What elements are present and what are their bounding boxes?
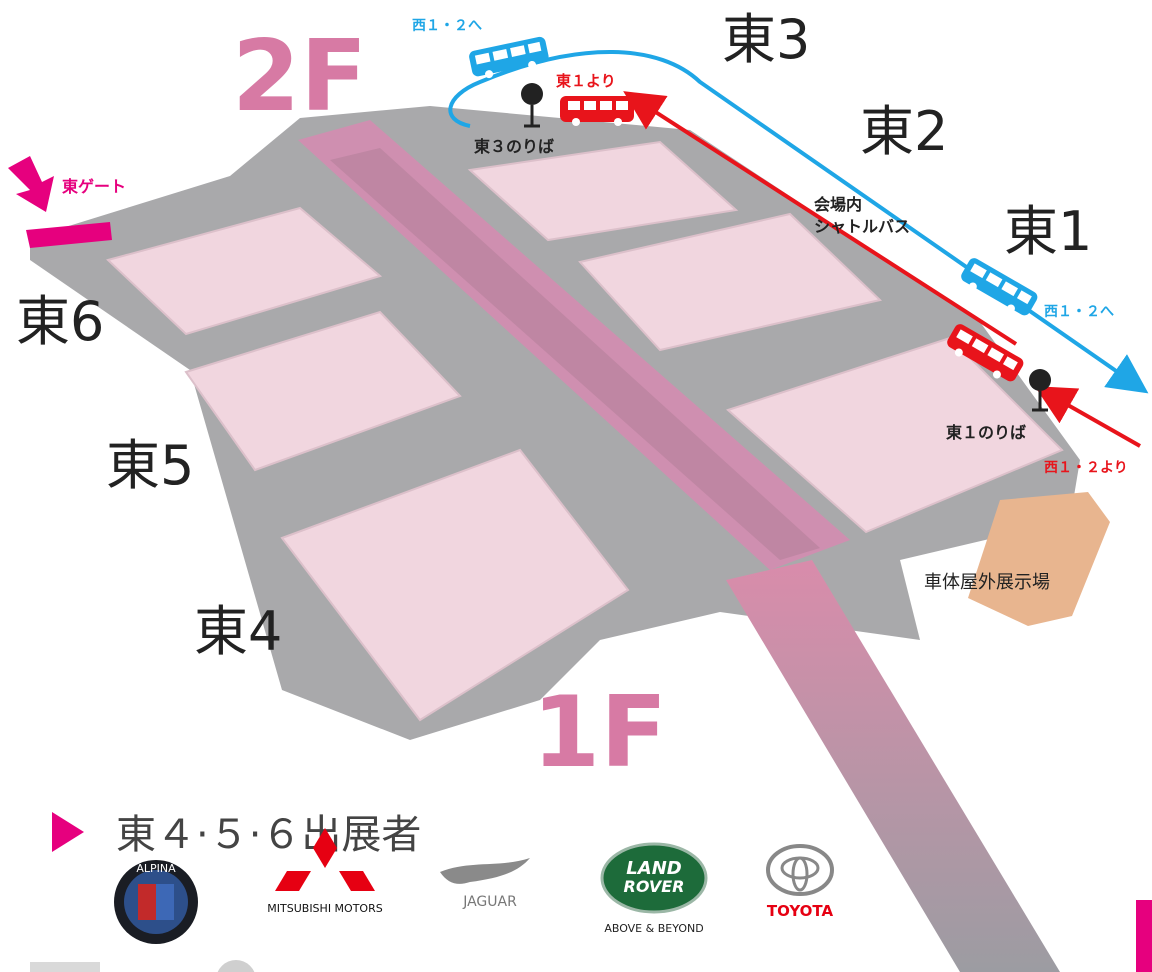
stop-east1-label: 東１のりば [946, 423, 1026, 442]
to-west-label-top: 西１・２へ [412, 18, 482, 34]
outdoor-exhibit-label: 車体屋外展示場 [924, 572, 1050, 593]
hall-label-east2: 東2 [860, 100, 948, 163]
east-gate-arrow-icon [8, 156, 54, 212]
east-gate-marker [26, 222, 112, 248]
red-shuttle-route-lower [1034, 386, 1141, 448]
toyota-text: TOYOTA [767, 902, 834, 920]
exhibitors-heading: 東４·５·６出展者 [116, 812, 421, 858]
floor-label-2f: 2F [232, 20, 367, 134]
hall-label-east1: 東1 [1004, 200, 1092, 263]
land-rover-top-text: LAND [626, 858, 681, 879]
mitsubishi-diamonds-icon[interactable]: MITSUBISHI MOTORS [267, 828, 383, 915]
alpina-text: ALPINA [136, 862, 176, 875]
land-rover-bottom-text: ROVER [624, 877, 685, 896]
from-west-label: 西１・２より [1044, 460, 1128, 476]
land-rover-oval-icon[interactable]: LAND ROVER ABOVE & BEYOND [600, 842, 708, 935]
jaguar-text: JAGUAR [462, 894, 517, 910]
red-shuttle-route-upper [623, 91, 1018, 346]
blue-bus-icon-top [469, 36, 549, 79]
concourse-shadow [330, 148, 820, 560]
land-rover-tagline: ABOVE & BEYOND [604, 922, 703, 935]
hall-east5-floor[interactable] [184, 310, 462, 472]
to-west-label-right: 西１・２へ [1044, 304, 1114, 320]
shuttle-title-line2: シャトルバス [814, 217, 910, 236]
hall-east2-floor[interactable] [578, 212, 883, 352]
hall-east3-floor[interactable] [467, 140, 739, 242]
shuttle-title-line1: 会場内 [814, 195, 862, 214]
red-bus-icon-right [947, 324, 1024, 382]
partial-glyph-right-edge [1136, 900, 1152, 972]
jaguar-leaper-icon[interactable]: JAGUAR [440, 858, 530, 910]
mitsubishi-text: MITSUBISHI MOTORS [267, 902, 382, 915]
hall-east6-floor[interactable] [106, 206, 383, 336]
partial-logo-bottom-mid [217, 960, 255, 972]
bus-stop-east1-pin-icon [1029, 369, 1051, 412]
from-east1-label: 東１より [556, 72, 616, 90]
hall-label-east5: 東5 [106, 434, 194, 497]
hall-east1-floor[interactable] [726, 336, 1064, 534]
outdoor-exhibit-area [968, 492, 1110, 626]
walkway-to-1f [726, 560, 1060, 972]
blue-bus-icon-right [961, 258, 1038, 316]
alpina-badge-icon[interactable]: ALPINA [114, 860, 198, 944]
toyota-emblem-icon[interactable]: TOYOTA [766, 844, 834, 920]
floor-label-1f: 1F [532, 676, 667, 790]
heading-triangle-icon [52, 812, 84, 852]
bus-stop-east3-pin-icon [521, 83, 543, 128]
partial-logo-bottom-left [30, 962, 100, 972]
stop-east3-label: 東３のりば [474, 137, 554, 156]
hall-label-east4: 東4 [194, 600, 282, 663]
east-gate-label: 東ゲート [62, 177, 126, 196]
hall-label-east6: 東6 [16, 290, 104, 353]
hall-east4-floor[interactable] [280, 448, 630, 722]
hall-label-east3: 東3 [722, 8, 810, 71]
red-bus-icon-top [560, 96, 634, 126]
